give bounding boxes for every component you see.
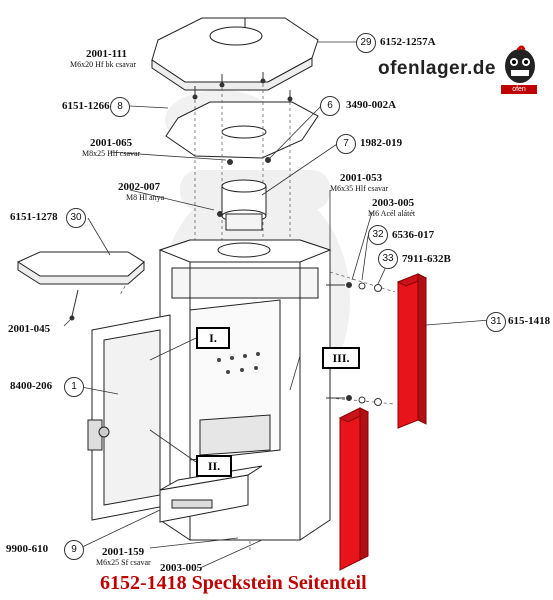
screw-2001-159-part: 2001-159 <box>102 546 145 558</box>
brand-logo: ofenlager.de <box>378 58 496 79</box>
door <box>87 314 171 521</box>
mascot-icon <box>505 45 535 83</box>
top-plate <box>151 17 319 91</box>
screw-2001-065-part: 2001-065 <box>90 137 133 149</box>
page-title: 6152-1418 Speckstein Seitenteil <box>100 572 367 594</box>
screw-2001-111-spec: M6x20 Hf bk csavar <box>70 60 136 69</box>
callout-32-number: 32 <box>368 225 388 245</box>
callout-6-part: 3490-002A <box>346 99 397 111</box>
flue-collar <box>221 179 267 231</box>
screw-2001-045 <box>71 289 79 317</box>
callout-32-part: 6536-017 <box>392 229 435 241</box>
screw-2001-053-part: 2001-053 <box>340 172 383 184</box>
screw-2003-005-part: 2003-005 <box>372 197 415 209</box>
callout-30-number: 30 <box>66 208 86 228</box>
callout-30-part: 6151-1278 <box>10 211 58 223</box>
ash-drawer <box>159 465 263 523</box>
screw-2001-045-part: 2001-045 <box>8 323 51 335</box>
screw-2003-005b-part: 2003-005 <box>160 562 203 574</box>
callout-29-number: 29 <box>356 33 376 53</box>
top-screws <box>192 72 293 217</box>
top-stone <box>16 251 145 285</box>
callout-8-number: 8 <box>110 97 130 117</box>
soapstone-side-panel-upper <box>396 273 428 429</box>
detail-label-ii: II. <box>196 455 232 477</box>
callout-9-part: 9900-610 <box>6 543 49 555</box>
callout-6-number: 6 <box>320 96 340 116</box>
callout-31-number: 31 <box>486 312 506 332</box>
callout-8-part: 6151-1266 <box>62 100 110 112</box>
callout-1-number: 1 <box>64 377 84 397</box>
callout-31-part: 615-1418 <box>508 315 551 327</box>
screw-2002-007-part: 2002-007 <box>118 181 161 193</box>
callout-29-part: 6152-1257A <box>380 36 436 48</box>
screw-2001-111-part: 2001-111 <box>86 48 127 60</box>
screw-2002-007-spec: M8 Hl anya <box>126 193 165 202</box>
callout-7-number: 7 <box>336 134 356 154</box>
plate-8 <box>165 101 319 159</box>
callout-7-part: 1982-019 <box>360 137 403 149</box>
screw-2001-065-spec: M8x25 Hlf csavar <box>82 149 141 158</box>
callout-33-number: 33 <box>378 249 398 269</box>
callout-9-number: 9 <box>64 540 84 560</box>
detail-label-i: I. <box>196 327 230 349</box>
screw-2001-159-spec: M6x25 Sf csavar <box>96 558 151 567</box>
callout-33-part: 7911-632B <box>402 253 451 265</box>
side-fixings <box>326 282 382 406</box>
detail-label-iii: III. <box>322 347 360 369</box>
screw-2001-053-spec: M6x35 Hlf csavar <box>330 184 389 193</box>
callout-1-part: 8400-206 <box>10 380 53 392</box>
logo-badge: ofen <box>501 85 537 94</box>
screw-2003-005-spec: M6 Acél alátét <box>368 209 416 218</box>
soapstone-side-panel-lower <box>338 407 370 571</box>
leader-lines <box>63 41 491 569</box>
